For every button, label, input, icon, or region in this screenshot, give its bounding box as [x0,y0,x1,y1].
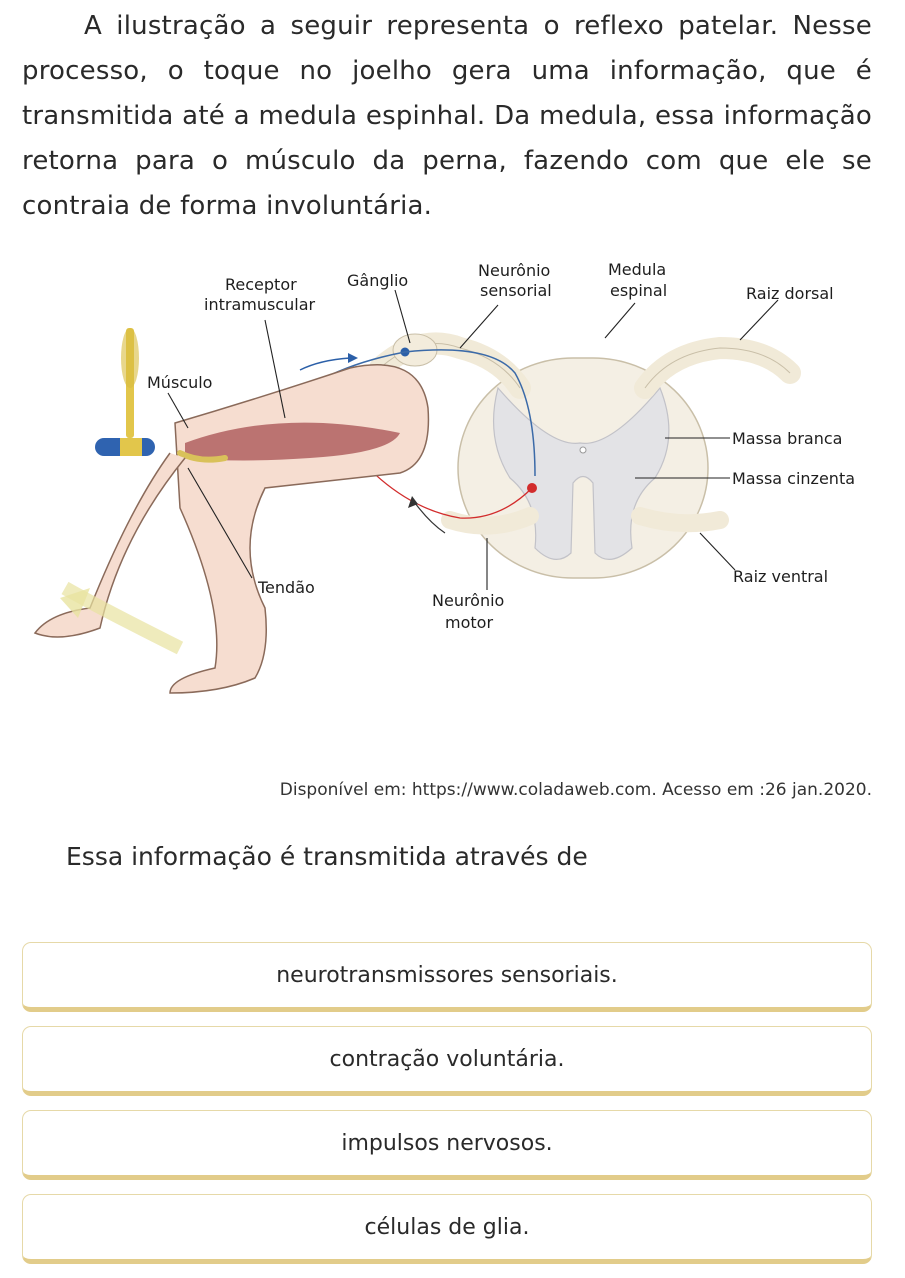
leg [33,364,430,694]
answer-option-2-label: contração voluntária. [329,1046,565,1072]
reflex-arc-illustration: Receptor intramuscular Gânglio Neurônio … [20,248,880,728]
answer-option-2[interactable]: contração voluntária. [22,1026,872,1096]
label-receptor-2: intramuscular [204,295,315,314]
answer-option-3-label: impulsos nervosos. [341,1130,553,1156]
answer-option-1-label: neurotransmissores sensoriais. [276,962,618,988]
motor-neuron-path [349,447,533,519]
label-raiz-dorsal: Raiz dorsal [746,284,834,303]
spinal-cord [457,357,709,579]
answer-option-3[interactable]: impulsos nervosos. [22,1110,872,1180]
ventral-roots [441,507,729,535]
label-tendao: Tendão [257,578,315,597]
label-massa-branca: Massa branca [732,429,842,448]
label-massa-cinzenta: Massa cinzenta [732,469,855,488]
label-raiz-ventral: Raiz ventral [733,567,828,586]
label-neuronio-sensorial-1: Neurônio [478,261,550,280]
intro-paragraph: A ilustração a seguir representa o refle… [22,11,872,221]
label-neuronio-motor-1: Neurônio [432,591,504,610]
answer-options: neurotransmissores sensoriais. contração… [22,942,872,1278]
label-musculo: Músculo [147,373,212,392]
label-neuronio-motor-2: motor [445,613,493,632]
reflex-hammer [95,328,155,456]
sensory-arrow [299,357,351,371]
motor-arrow [414,502,446,534]
source-citation: Disponível em: https://www.coladaweb.com… [279,780,872,800]
answer-option-4-label: células de glia. [364,1214,530,1240]
question-text: Essa informação é transmitida através de [66,842,588,871]
label-medula-1: Medula [608,260,666,279]
label-receptor-1: Receptor [225,275,297,294]
answer-option-4[interactable]: células de glia. [22,1194,872,1264]
pointer-lines [167,289,779,590]
label-ganglio: Gânglio [347,271,408,290]
answer-option-1[interactable]: neurotransmissores sensoriais. [22,942,872,1012]
label-medula-2: espinal [610,281,667,300]
label-neuronio-sensorial-2: sensorial [480,281,552,300]
reflex-arc-svg: Receptor intramuscular Gânglio Neurônio … [33,260,855,694]
